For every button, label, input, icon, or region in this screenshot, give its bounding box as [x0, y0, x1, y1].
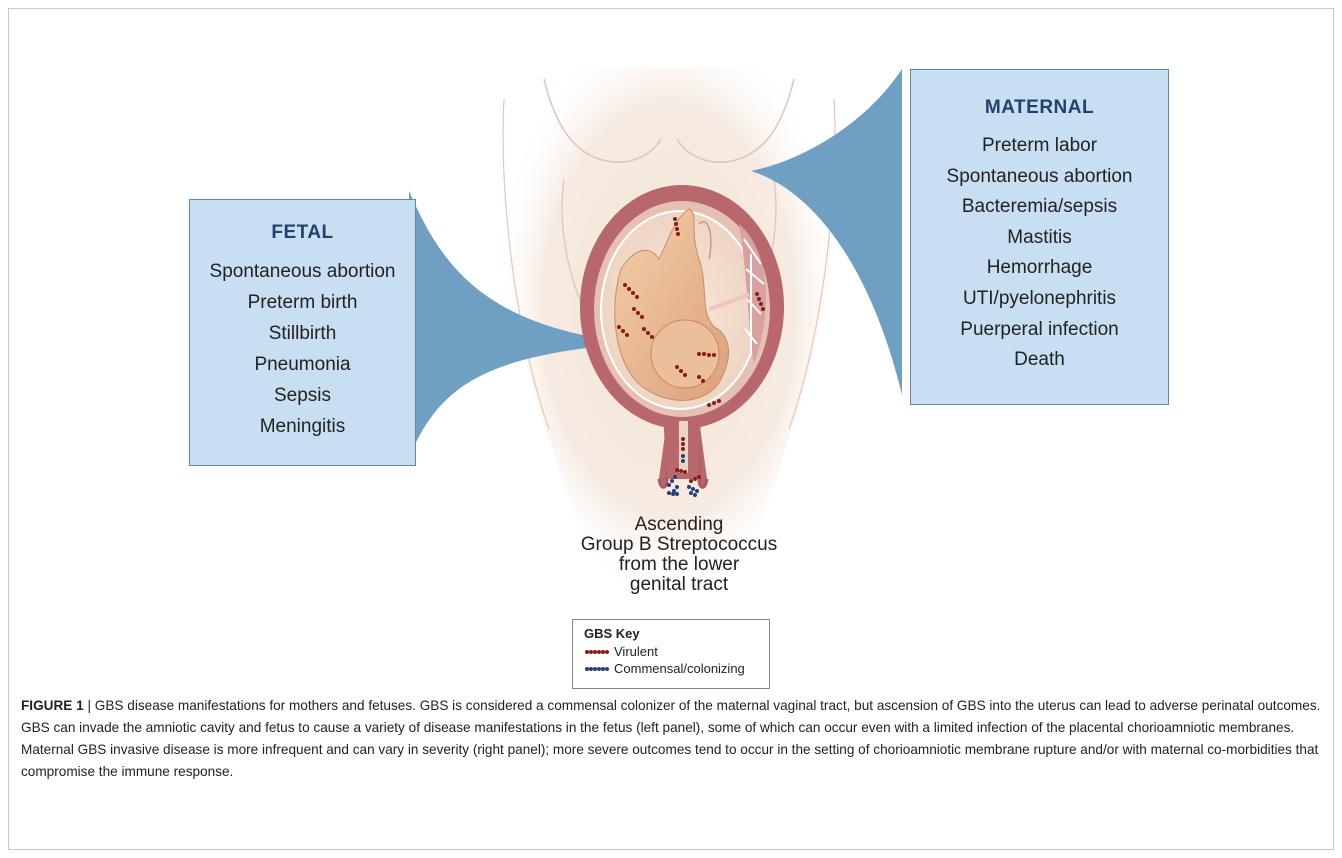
key-row-commensal: Commensal/colonizing	[584, 660, 769, 677]
fetal-panel: FETAL Spontaneous abortion Preterm birth…	[189, 199, 416, 466]
maternal-panel-title: MATERNAL	[911, 97, 1168, 119]
fetal-outcome-item: Spontaneous abortion	[190, 256, 415, 287]
fetal-outcome-item: Meningitis	[190, 411, 415, 442]
maternal-outcome-item: Death	[911, 345, 1168, 376]
caption-text: GBS disease manifestations for mothers a…	[21, 698, 1320, 779]
ascending-label-line: from the lower	[554, 555, 804, 575]
commensal-label: Commensal/colonizing	[614, 661, 745, 676]
figure-frame: FETAL Spontaneous abortion Preterm birth…	[8, 8, 1334, 850]
maternal-panel: MATERNAL Preterm labor Spontaneous abort…	[910, 69, 1169, 405]
commensal-chain-icon	[584, 666, 612, 672]
virulent-label: Virulent	[614, 644, 658, 659]
fetal-panel-title: FETAL	[190, 222, 415, 244]
maternal-outcome-item: Preterm labor	[911, 131, 1168, 162]
caption-separator: |	[84, 698, 95, 713]
fetal-outcome-item: Preterm birth	[190, 287, 415, 318]
gbs-key-legend: GBS Key Virulent Commensal/colonizing	[572, 619, 770, 689]
fetal-outcomes-list: Spontaneous abortion Preterm birth Still…	[190, 256, 415, 442]
figure-label: FIGURE 1	[21, 698, 84, 713]
maternal-outcome-item: Mastitis	[911, 223, 1168, 254]
fetal-outcome-item: Stillbirth	[190, 318, 415, 349]
figure-caption: FIGURE 1 | GBS disease manifestations fo…	[21, 695, 1321, 783]
ascending-label-line: Group B Streptococcus	[554, 535, 804, 555]
maternal-outcome-item: Bacteremia/sepsis	[911, 192, 1168, 223]
maternal-outcome-item: UTI/pyelonephritis	[911, 284, 1168, 315]
gbs-key-title: GBS Key	[584, 626, 769, 641]
ascending-label-line: genital tract	[554, 575, 804, 595]
maternal-outcome-item: Puerperal infection	[911, 315, 1168, 346]
maternal-outcome-item: Spontaneous abortion	[911, 162, 1168, 193]
virulent-chain-icon	[584, 649, 612, 655]
ascending-label-line: Ascending	[554, 515, 804, 535]
fetal-outcome-item: Sepsis	[190, 380, 415, 411]
key-row-virulent: Virulent	[584, 643, 769, 660]
maternal-outcomes-list: Preterm labor Spontaneous abortion Bacte…	[911, 131, 1168, 376]
maternal-outcome-item: Hemorrhage	[911, 253, 1168, 284]
fetal-outcome-item: Pneumonia	[190, 349, 415, 380]
ascending-gbs-label: Ascending Group B Streptococcus from the…	[554, 515, 804, 595]
